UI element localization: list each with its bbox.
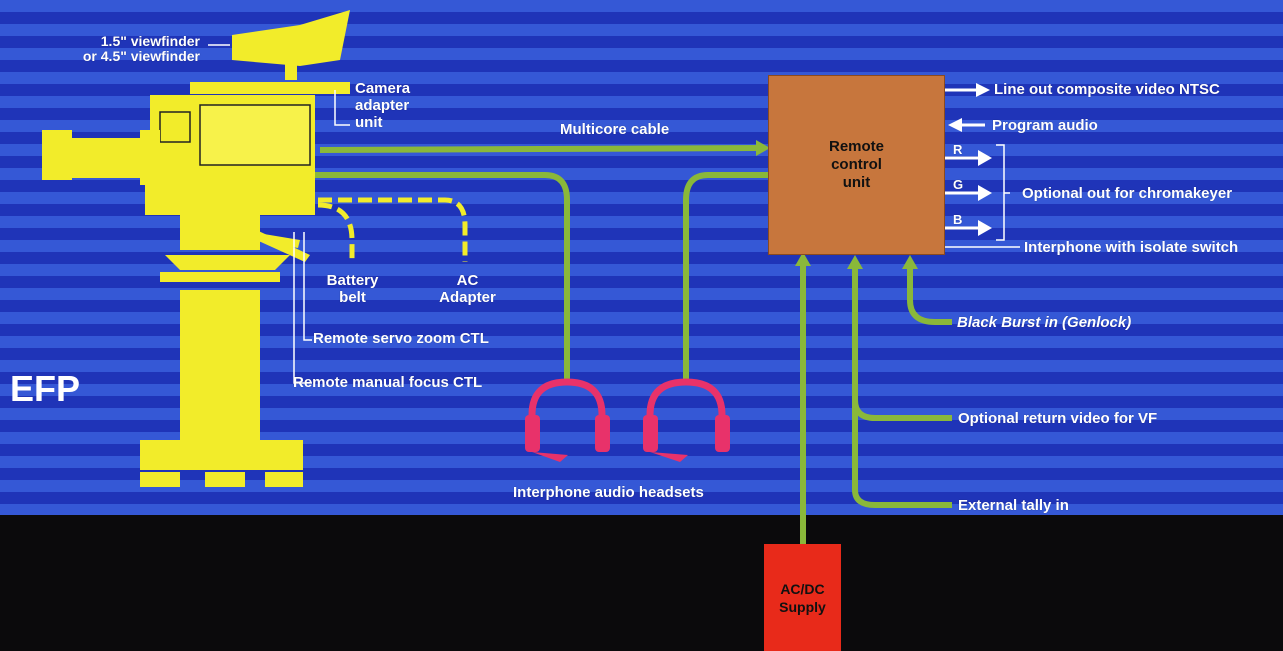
ac-adapter-label: AC Adapter: [439, 272, 496, 306]
efp-title: EFP: [10, 368, 81, 409]
cable-lines: [310, 145, 952, 545]
output-arrows: [945, 83, 992, 236]
camera-adapter-label: Camera adapter unit: [355, 80, 411, 131]
headset-cable-1: [310, 172, 570, 380]
acdc-supply-label: AC/DC Supply: [779, 580, 826, 615]
black-burst-label: Black Burst in (Genlock): [957, 314, 1132, 331]
headset-icon: [528, 378, 726, 440]
viewfinder-label-1: 1.5" viewfinder: [100, 33, 200, 49]
multicore-cable-label: Multicore cable: [560, 121, 670, 138]
servo-zoom-label: Remote servo zoom CTL: [313, 330, 489, 347]
rcu-label: Remote control unit: [828, 138, 884, 191]
power-cables: [317, 197, 468, 262]
g-label: G: [953, 177, 964, 192]
supply-arrowhead: [795, 252, 811, 266]
program-audio-label: Program audio: [992, 117, 1098, 134]
tally-cable: [852, 265, 952, 508]
manual-focus-label: Remote manual focus CTL: [293, 374, 483, 391]
chromakeyer-label: Optional out for chromakeyer: [1022, 185, 1233, 202]
tally-arrowhead: [847, 255, 863, 269]
black-band: [0, 515, 1283, 651]
multicore-cable-line: [319, 145, 761, 153]
headsets-label: Interphone audio headsets: [513, 484, 704, 501]
battery-belt-label: Battery belt: [326, 272, 379, 306]
genlock-arrowhead: [902, 255, 918, 269]
tally-label: External tally in: [958, 497, 1069, 514]
interphone-label: Interphone with isolate switch: [1024, 239, 1239, 256]
r-label: R: [953, 142, 963, 157]
leader-lines: [208, 44, 1020, 384]
return-video-cable: [852, 399, 952, 421]
viewfinder-label-2: or 4.5" viewfinder: [82, 48, 200, 64]
headset-cable-2: [683, 172, 768, 380]
multicore-arrowhead: [756, 140, 770, 156]
return-video-label: Optional return video for VF: [958, 410, 1158, 427]
cable-arrowheads: [756, 140, 918, 269]
acdc-supply-box: AC/DC Supply: [764, 544, 841, 651]
viewfinder-shape: [232, 10, 350, 66]
black-burst-cable: [907, 265, 952, 325]
remote-control-unit: Remote control unit: [768, 75, 945, 255]
camera-icon: [42, 10, 350, 487]
headset-earcups: [525, 415, 730, 462]
b-label: B: [953, 212, 963, 227]
line-out-label: Line out composite video NTSC: [994, 81, 1220, 98]
